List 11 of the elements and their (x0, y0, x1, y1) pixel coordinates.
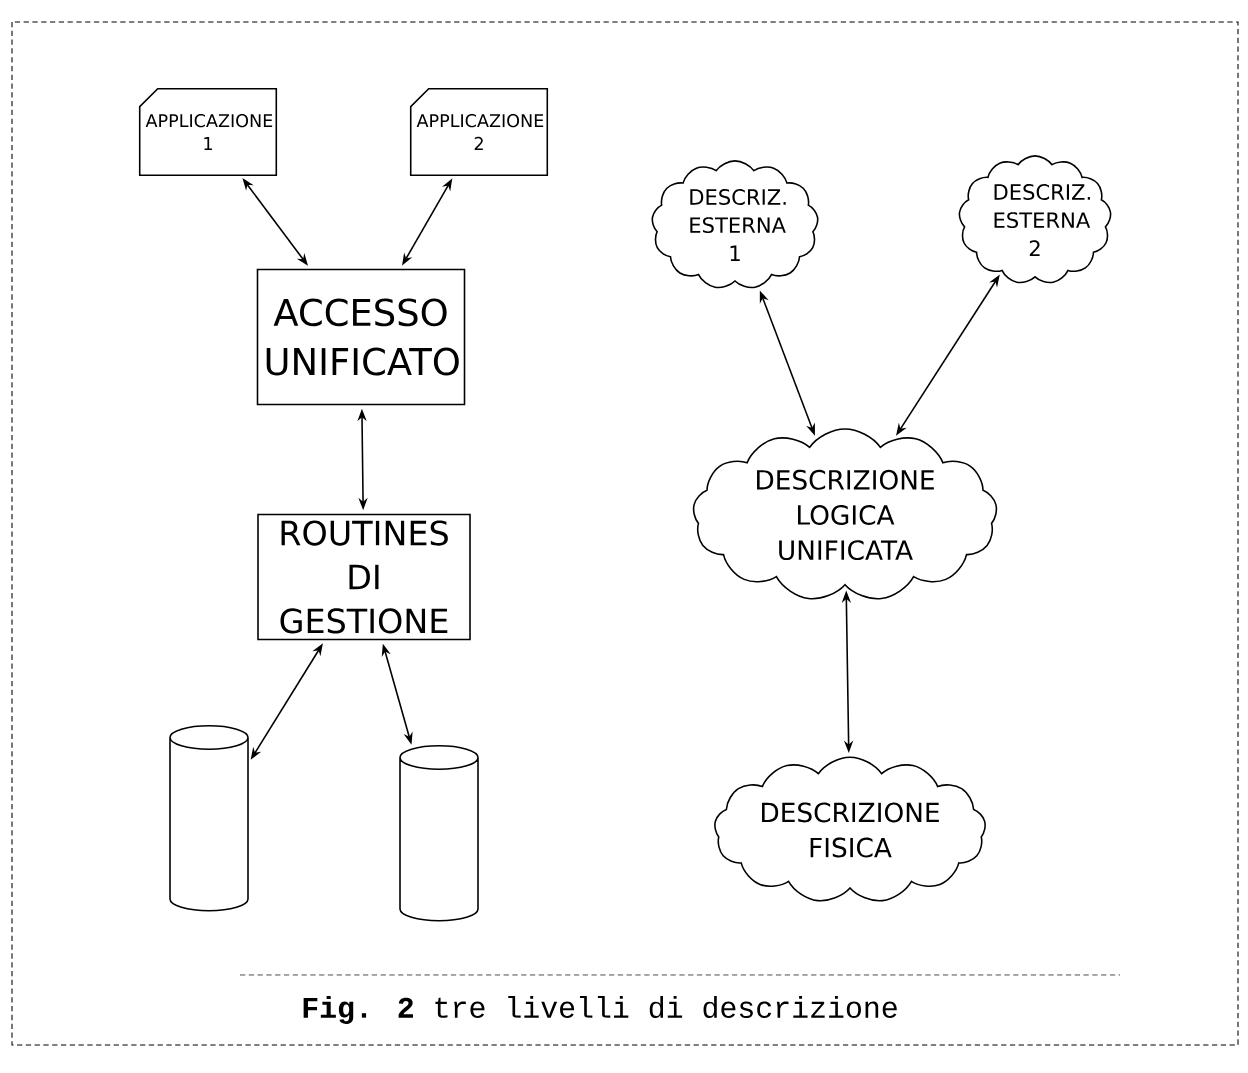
database-cylinder (169, 725, 249, 912)
card-box: APPLICAZIONE 2 (409, 87, 549, 177)
process-box: ACCESSO UNIFICATO (256, 268, 466, 406)
cloud: DESCRIZ. ESTERNA 1 (651, 160, 819, 289)
cloud: DESCRIZIONE FISICA (714, 756, 986, 902)
cloud: DESCRIZ. ESTERNA 2 (958, 155, 1112, 284)
database-cylinder (399, 745, 479, 922)
process-box: ROUTINES DI GESTIONE (257, 513, 471, 641)
caption: Fig. 2 tre livelli di descrizione (303, 996, 897, 1024)
card-box: APPLICAZIONE 1 (138, 87, 278, 177)
cloud: DESCRIZIONE LOGICA UNIFICATA (692, 428, 998, 600)
